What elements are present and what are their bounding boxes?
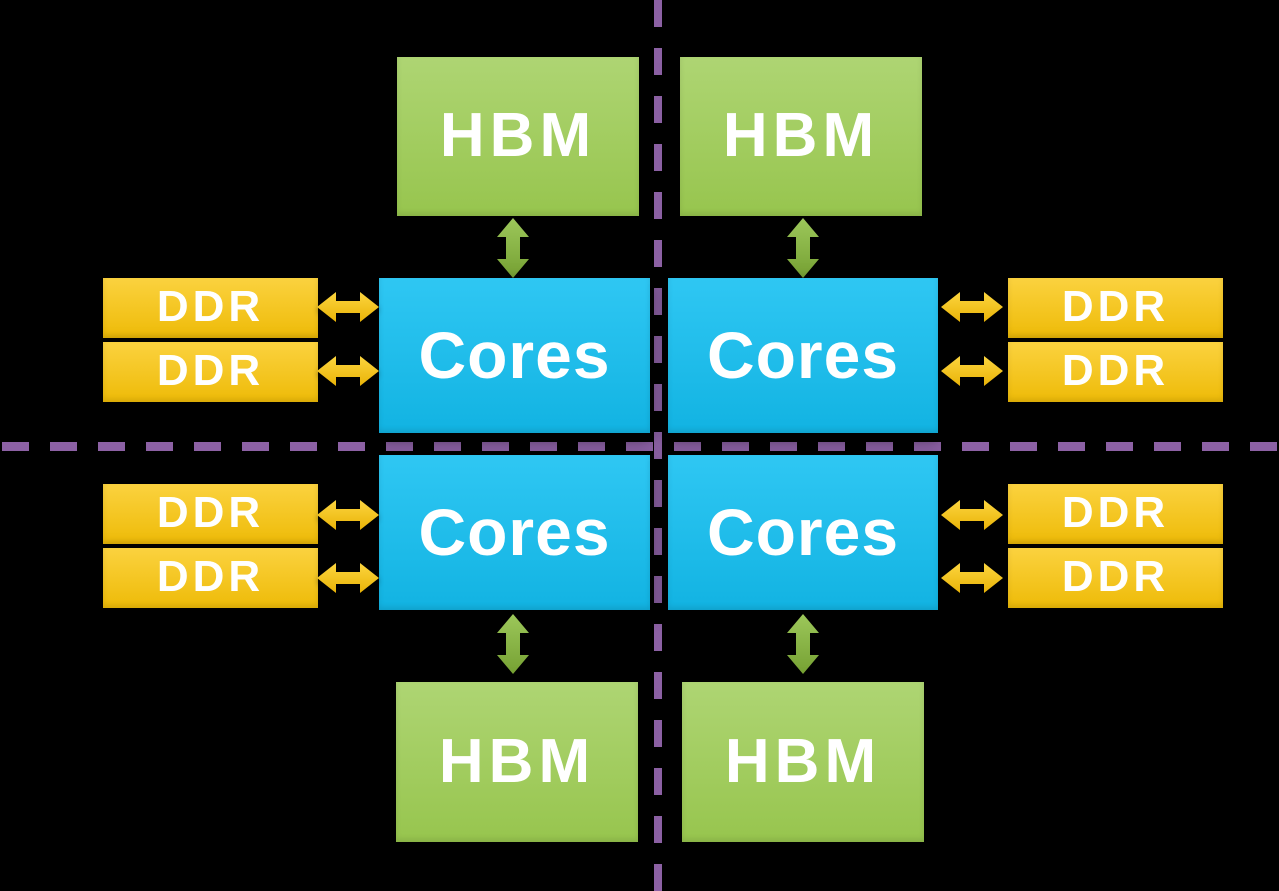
double-arrow-vertical-icon bbox=[787, 614, 819, 674]
double-arrow-vertical-icon bbox=[497, 614, 529, 674]
hbm-label: HBM bbox=[722, 101, 880, 170]
ddr-box: DDR bbox=[1008, 342, 1223, 402]
horizontal-quadrant-divider bbox=[0, 442, 1279, 451]
cores-label: Cores bbox=[706, 317, 900, 392]
ddr-box: DDR bbox=[1008, 548, 1223, 608]
double-arrow-vertical-icon bbox=[497, 218, 529, 278]
ddr-label: DDR bbox=[156, 346, 265, 395]
double-arrow-horizontal-icon bbox=[941, 563, 1003, 593]
cores-box: Cores bbox=[668, 278, 938, 433]
ddr-label: DDR bbox=[1061, 488, 1170, 537]
double-arrow-horizontal-icon bbox=[317, 356, 379, 386]
double-arrow-horizontal-icon bbox=[941, 292, 1003, 322]
ddr-label: DDR bbox=[1061, 282, 1170, 331]
double-arrow-horizontal-icon bbox=[941, 500, 1003, 530]
hbm-box: HBM bbox=[680, 57, 922, 216]
hbm-box: HBM bbox=[396, 682, 638, 842]
cores-label: Cores bbox=[418, 317, 611, 392]
ddr-box: DDR bbox=[103, 278, 318, 338]
ddr-label: DDR bbox=[1061, 346, 1170, 395]
ddr-label: DDR bbox=[156, 552, 265, 601]
double-arrow-horizontal-icon bbox=[941, 356, 1003, 386]
hbm-box: HBM bbox=[682, 682, 924, 842]
ddr-box: DDR bbox=[1008, 484, 1223, 544]
cores-box: Cores bbox=[379, 278, 650, 433]
cores-box: Cores bbox=[668, 455, 938, 610]
hbm-label: HBM bbox=[724, 726, 882, 796]
ddr-box: DDR bbox=[103, 548, 318, 608]
double-arrow-vertical-icon bbox=[787, 218, 819, 278]
double-arrow-horizontal-icon bbox=[317, 500, 379, 530]
ddr-box: DDR bbox=[103, 484, 318, 544]
hbm-label: HBM bbox=[438, 726, 596, 796]
ddr-box: DDR bbox=[1008, 278, 1223, 338]
double-arrow-horizontal-icon bbox=[317, 563, 379, 593]
hbm-box: HBM bbox=[397, 57, 639, 216]
cores-box: Cores bbox=[379, 455, 650, 610]
double-arrow-horizontal-icon bbox=[317, 292, 379, 322]
hbm-label: HBM bbox=[439, 101, 597, 170]
ddr-box: DDR bbox=[103, 342, 318, 402]
cores-label: Cores bbox=[418, 494, 611, 569]
cores-label: Cores bbox=[706, 494, 900, 569]
ddr-label: DDR bbox=[156, 282, 265, 331]
ddr-label: DDR bbox=[1061, 552, 1170, 601]
ddr-label: DDR bbox=[156, 488, 265, 537]
